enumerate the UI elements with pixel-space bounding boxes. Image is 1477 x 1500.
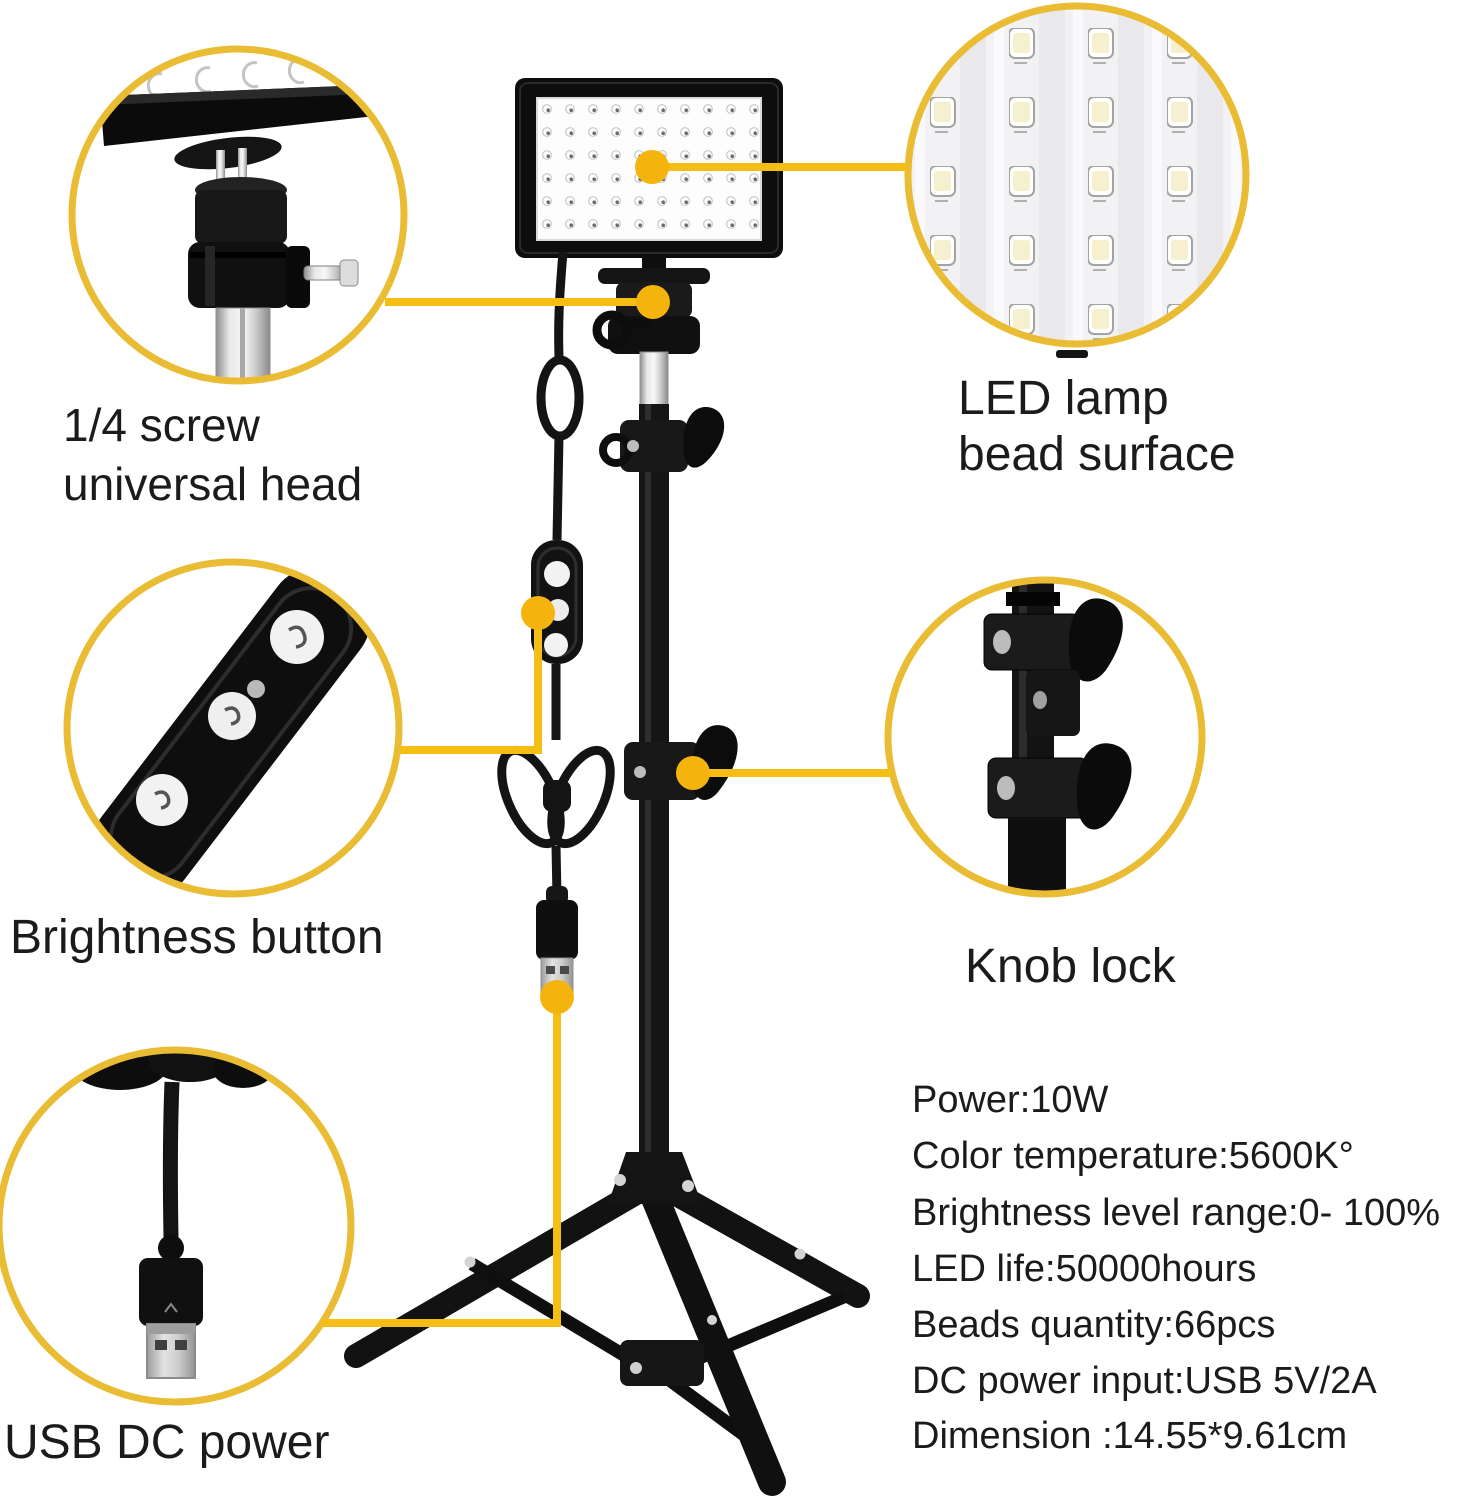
cable-knot bbox=[543, 780, 571, 812]
screw-head-callout bbox=[73, 50, 403, 380]
spec-brightness-range: Brightness level range:0- 100% bbox=[912, 1192, 1440, 1234]
panel-edge-sliver bbox=[1056, 350, 1088, 358]
knob-lock-label: Knob lock bbox=[965, 940, 1177, 993]
usb-plug bbox=[536, 886, 578, 997]
light-stand-pole bbox=[599, 404, 738, 1156]
brightness-remote-callout bbox=[68, 563, 398, 893]
screw-head-dot-icon bbox=[636, 285, 670, 319]
brightness-label: Brightness button bbox=[10, 911, 384, 964]
usb-power-label: USB DC power bbox=[4, 1416, 329, 1469]
led-surface-dot-icon bbox=[635, 150, 669, 184]
screw-head-label-line2: universal head bbox=[63, 458, 362, 510]
usb-power-dot-icon bbox=[540, 980, 574, 1014]
spec-list: Power:10W Color temperature:5600K° Brigh… bbox=[912, 1079, 1440, 1457]
brightness-ring bbox=[63, 558, 403, 898]
spec-dc-power-input: DC power input:USB 5V/2A bbox=[912, 1360, 1377, 1402]
led-surface-ring bbox=[904, 2, 1250, 348]
spec-color-temperature: Color temperature:5600K° bbox=[912, 1135, 1354, 1177]
callout-rings bbox=[0, 2, 1250, 1406]
brightness-dot-icon bbox=[521, 596, 555, 630]
screw-head-label-line1: 1/4 screw bbox=[63, 399, 261, 451]
spec-beads-quantity: Beads quantity:66pcs bbox=[912, 1304, 1275, 1346]
knob-lock-ring bbox=[884, 576, 1206, 898]
screw-head-ring bbox=[68, 45, 408, 385]
usb-power-ring bbox=[0, 1046, 355, 1406]
knob-lock-dot-icon bbox=[676, 756, 710, 790]
usb-power-connector-line bbox=[322, 1001, 561, 1327]
spec-dimension: Dimension :14.55*9.61cm bbox=[912, 1415, 1347, 1457]
usb-power-callout bbox=[1, 1052, 349, 1400]
brightness-connector-line bbox=[400, 617, 542, 754]
led-surface-label-line1: LED lamp bbox=[958, 372, 1169, 425]
spec-power: Power:10W bbox=[912, 1079, 1109, 1121]
ball-head-mount bbox=[592, 256, 710, 407]
tripod-legs bbox=[344, 1152, 870, 1496]
led-panel-on-stand bbox=[344, 78, 870, 1496]
connector-dots bbox=[521, 150, 710, 1014]
led-surface-label-line2: bead surface bbox=[958, 428, 1236, 481]
connector-lines bbox=[322, 163, 908, 1327]
knob-lock-callout bbox=[890, 582, 1200, 892]
spec-led-life: LED life:50000hours bbox=[912, 1248, 1256, 1290]
led-surface-callout bbox=[910, 8, 1244, 342]
